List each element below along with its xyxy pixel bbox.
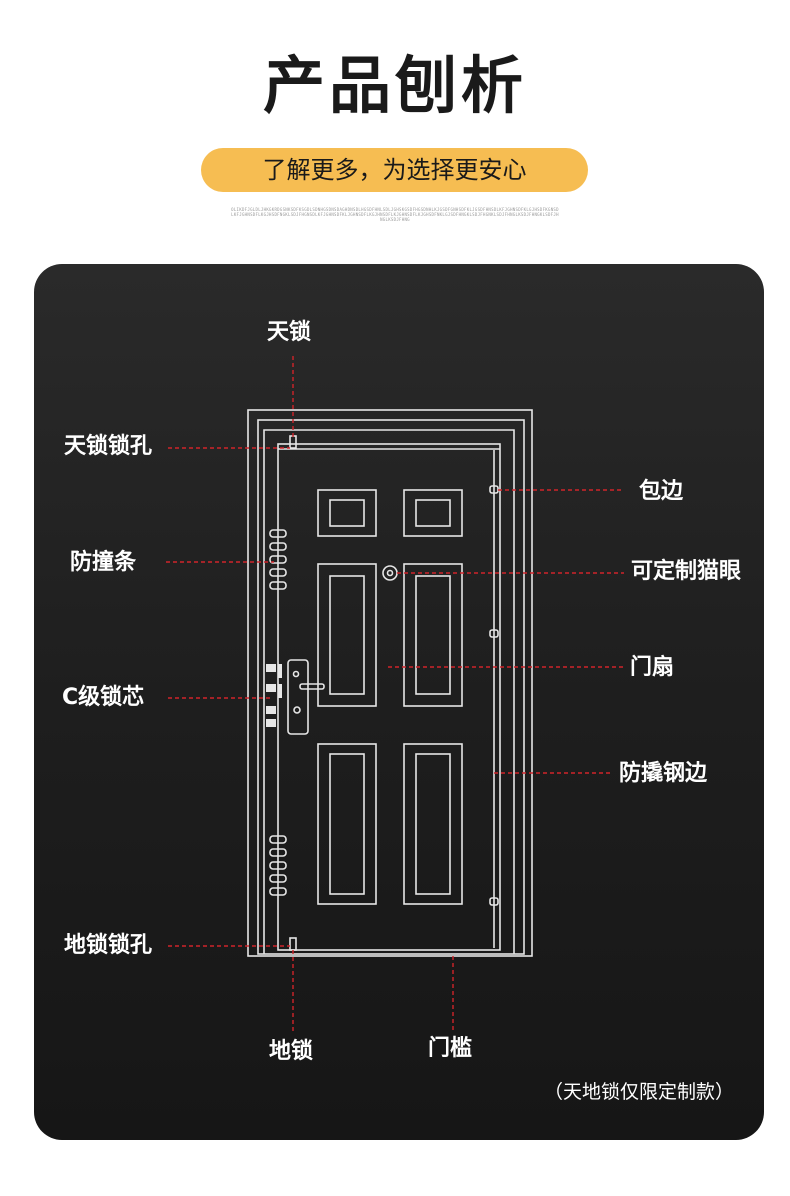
bottom-lock-bolt [289,937,297,951]
panel-middle-left [317,563,377,707]
frame-rebate [263,429,515,954]
label-top-lock-hole: 天锁锁孔 [64,434,153,459]
peephole-icon [382,565,398,581]
top-window-right [403,489,463,537]
panel-bottom-right [403,743,463,905]
anti-collision-strips-lower [269,835,287,896]
door-diagram [166,356,624,1032]
top-lock-bolt [289,435,297,449]
label-door-leaf: 门扇 [630,655,675,680]
page-title: 产品刨析 [262,49,527,122]
label-lock-core: C级锁芯 [62,685,145,710]
door-leaf-outline [277,443,501,951]
subtitle-pill: 了解更多，为选择更安心 [201,148,588,192]
diagram-panel: 天锁 天锁锁孔 防撞条 C级锁芯 地锁锁孔 地锁 门槛 包边 可定制猫眼 门扇 … [34,264,764,1140]
anti-collision-strips-upper [269,529,287,590]
label-bottom-lock-hole: 地锁锁孔 [64,933,153,958]
lock-core-bolts [266,664,282,727]
handle-plate [287,659,309,735]
label-top-lock: 天锁 [267,320,312,345]
label-anti-collision-strip: 防撞条 [70,550,137,575]
label-bottom-lock: 地锁 [269,1039,314,1064]
top-window-left [317,489,377,537]
door-frame [247,409,533,957]
label-edge-wrap: 包边 [639,479,684,504]
custom-note: （天地锁仅限定制款） [544,1081,735,1103]
panel-bottom-left [317,743,377,905]
handle-lever [299,683,325,690]
hinge-middle [489,629,499,638]
hinge-bottom [489,897,499,906]
fine-print: OLIKDFJGLDLJHKGKRDGSNKSDFKSGDLSDNHGSDNSD… [231,207,559,222]
door-frame-inner [257,419,525,955]
label-anti-pry-steel-edge: 防撬钢边 [619,761,708,786]
label-peephole: 可定制猫眼 [631,559,742,584]
panel-middle-right [403,563,463,707]
leader-lines [166,356,624,1032]
label-threshold: 门槛 [428,1036,473,1061]
